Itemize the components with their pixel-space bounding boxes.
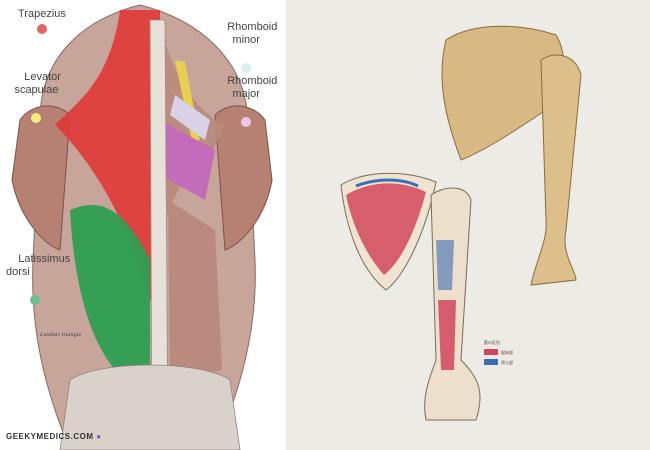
rhomboid-major-color-dot bbox=[241, 117, 252, 127]
legend-rhomboid-minor-label: Rhomboid minor bbox=[227, 21, 278, 46]
trapezius-color-dot bbox=[36, 24, 47, 34]
legend-red-label: 起始部 bbox=[501, 350, 513, 355]
latissimus-dorsi-color-dot bbox=[30, 295, 40, 305]
back-anatomy-drawing bbox=[11, 4, 273, 450]
lumbar-triangle-label: Lumbar triangle bbox=[40, 332, 82, 338]
legend-rhomboid-major: Rhomboid major bbox=[215, 62, 277, 153]
legend-levator-scapulae: Levator scapulae bbox=[12, 58, 61, 149]
brain-icon: ● bbox=[96, 432, 102, 441]
back-muscles-illustration: Trapezius Rhomboid minor Levator scapula… bbox=[0, 0, 283, 450]
panel-divider bbox=[283, 0, 286, 450]
legend-rhomboid-minor: Rhomboid minor bbox=[215, 8, 277, 99]
rhomboid-minor-color-dot bbox=[241, 63, 252, 73]
legend-rhomboid-major-label: Rhomboid major bbox=[227, 75, 278, 100]
legend-blue-label: 停止部 bbox=[501, 360, 513, 365]
legend-trapezius-label: Trapezius bbox=[18, 8, 66, 20]
legend-latissimus-dorsi: Latissimus dorsi bbox=[6, 240, 70, 331]
credit-text: GEEKYMEDICS.COM bbox=[6, 432, 94, 441]
shoulder-humerus-drawing bbox=[340, 25, 582, 421]
legend-title: 筋の区別 bbox=[484, 340, 500, 345]
levator-scapulae-color-dot bbox=[31, 113, 42, 123]
legend-trapezius: Trapezius bbox=[18, 8, 66, 34]
site-credit: GEEKYMEDICS.COM ● bbox=[6, 432, 102, 441]
legend-levator-scapulae-label: Levator scapulae bbox=[14, 71, 61, 96]
atlas-page-photo: 筋の区別 起始部 停止部 bbox=[286, 0, 650, 450]
legend-latissimus-dorsi-label: Latissimus dorsi bbox=[6, 253, 71, 278]
